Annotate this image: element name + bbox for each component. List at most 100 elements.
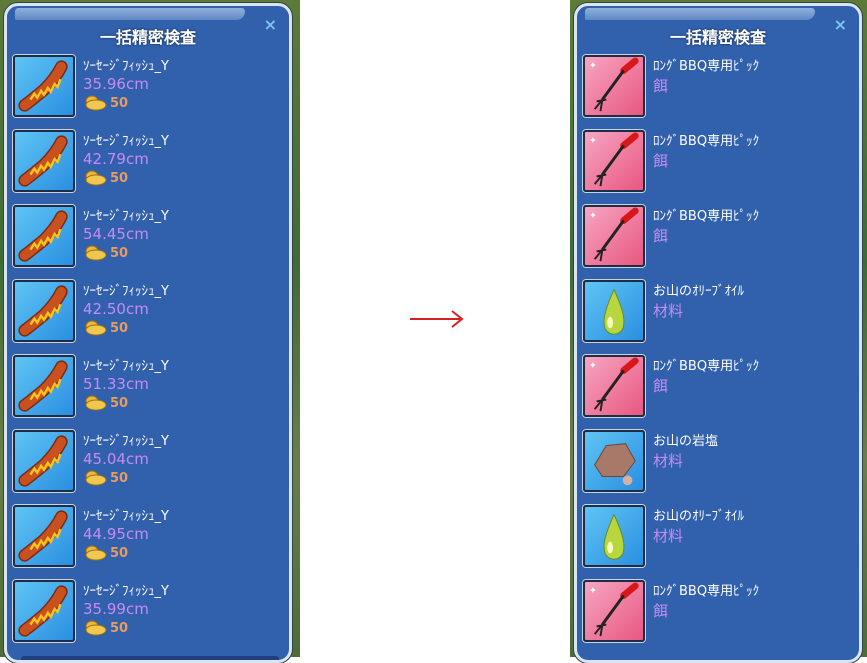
coin-reward: 50 [83,320,128,336]
item-name: ﾛﾝｸﾞBBQ専用ﾋﾟｯｸ [653,134,760,149]
sausage-fish-icon [13,55,75,117]
bbq-pick-icon: ✦ [583,55,645,117]
reward-list-item[interactable]: ✦ ﾛﾝｸﾞBBQ専用ﾋﾟｯｸ 餌 [583,130,853,196]
svg-text:✦: ✦ [589,361,597,372]
sausage-fish-icon [13,580,75,642]
bulk-inspection-panel-after: 一括精密検査 × ✦ ﾛﾝｸﾞBBQ専用ﾋﾟｯｸ 餌✦ ﾛﾝｸﾞBBQ専用ﾋﾟｯ… [574,3,862,663]
reward-list-item[interactable]: ✦ ﾛﾝｸﾞBBQ専用ﾋﾟｯｸ 餌 [583,580,853,646]
coin-value: 50 [110,620,129,636]
item-category: 餌 [653,377,669,395]
panel-gloss [15,8,245,20]
fish-size: 42.79cm [83,150,149,168]
sausage-fish-icon [13,130,75,192]
item-category: 材料 [653,452,684,470]
fish-size: 44.95cm [83,525,149,543]
coin-icon [85,320,107,336]
coin-value: 50 [110,320,129,336]
coin-reward: 50 [83,170,128,186]
item-name: ﾛﾝｸﾞBBQ専用ﾋﾟｯｸ [653,359,760,374]
fish-size: 35.99cm [83,600,149,618]
coin-icon [85,620,107,636]
coin-icon [85,95,107,111]
fish-list-item[interactable]: ｿｰｾｰｼﾞﾌｨｯｼｭ_Y 42.50cm 50 [13,280,283,346]
svg-text:✦: ✦ [589,136,597,147]
coin-reward: 50 [83,245,128,261]
item-name: ﾛﾝｸﾞBBQ専用ﾋﾟｯｸ [653,584,760,599]
reward-list-item[interactable]: ✦ ﾛﾝｸﾞBBQ専用ﾋﾟｯｸ 餌 [583,205,853,271]
olive-oil-icon [583,280,645,342]
fish-list-item[interactable]: ｿｰｾｰｼﾞﾌｨｯｼｭ_Y 45.04cm 50 [13,430,283,496]
item-category: 餌 [653,602,669,620]
fish-list-item[interactable]: ｿｰｾｰｼﾞﾌｨｯｼｭ_Y 44.95cm 50 [13,505,283,571]
item-name: お山のｵﾘｰﾌﾞｵｲﾙ [653,284,745,299]
fish-list-item[interactable]: ｿｰｾｰｼﾞﾌｨｯｼｭ_Y 35.96cm 50 [13,55,283,121]
fish-list-item[interactable]: ｿｰｾｰｼﾞﾌｨｯｼｭ_Y 42.79cm 50 [13,130,283,196]
coin-value: 50 [110,395,129,411]
item-name: ﾛﾝｸﾞBBQ専用ﾋﾟｯｸ [653,59,760,74]
item-category: 材料 [653,527,684,545]
item-name: ｿｰｾｰｼﾞﾌｨｯｼｭ_Y [83,209,169,224]
reward-list-item[interactable]: お山のｵﾘｰﾌﾞｵｲﾙ 材料 [583,505,853,571]
fish-size: 51.33cm [83,375,149,393]
bbq-pick-icon: ✦ [583,355,645,417]
item-name: ｿｰｾｰｼﾞﾌｨｯｼｭ_Y [83,59,169,74]
panel-footer-bar [21,656,279,660]
reward-list-item[interactable]: ✦ ﾛﾝｸﾞBBQ専用ﾋﾟｯｸ 餌 [583,55,853,121]
panel-gloss [585,8,815,20]
item-name: ｿｰｾｰｼﾞﾌｨｯｼｭ_Y [83,284,169,299]
item-category: 餌 [653,152,669,170]
item-name: ﾛﾝｸﾞBBQ専用ﾋﾟｯｸ [653,209,760,224]
item-category: 餌 [653,227,669,245]
fish-list-item[interactable]: ｿｰｾｰｼﾞﾌｨｯｼｭ_Y 51.33cm 50 [13,355,283,421]
fish-list-item[interactable]: ｿｰｾｰｼﾞﾌｨｯｼｭ_Y 54.45cm 50 [13,205,283,271]
coin-reward: 50 [83,620,128,636]
coin-reward: 50 [83,95,128,111]
item-name: お山のｵﾘｰﾌﾞｵｲﾙ [653,509,745,524]
fish-list-item[interactable]: ｿｰｾｰｼﾞﾌｨｯｼｭ_Y 35.99cm 50 [13,580,283,646]
sausage-fish-icon [13,505,75,567]
rock-salt-icon [583,430,645,492]
fish-size: 54.45cm [83,225,149,243]
arrow-right-icon [410,310,464,328]
coin-value: 50 [110,245,129,261]
bbq-pick-icon: ✦ [583,130,645,192]
reward-list-item[interactable]: ✦ ﾛﾝｸﾞBBQ専用ﾋﾟｯｸ 餌 [583,355,853,421]
coin-icon [85,395,107,411]
fish-size: 45.04cm [83,450,149,468]
bbq-pick-icon: ✦ [583,205,645,267]
coin-icon [85,545,107,561]
fish-size: 35.96cm [83,75,149,93]
svg-text:✦: ✦ [589,586,597,597]
reward-list-item[interactable]: お山の岩塩 材料 [583,430,853,496]
close-icon[interactable]: × [263,15,277,34]
coin-value: 50 [110,470,129,486]
reward-list-item[interactable]: お山のｵﾘｰﾌﾞｵｲﾙ 材料 [583,280,853,346]
coin-icon [85,170,107,186]
coin-icon [85,470,107,486]
svg-text:✦: ✦ [589,211,597,222]
sausage-fish-icon [13,430,75,492]
item-name: ｿｰｾｰｼﾞﾌｨｯｼｭ_Y [83,134,169,149]
coin-value: 50 [110,95,129,111]
item-name: お山の岩塩 [653,434,719,449]
item-category: 材料 [653,302,684,320]
close-icon[interactable]: × [833,15,847,34]
item-name: ｿｰｾｰｼﾞﾌｨｯｼｭ_Y [83,509,169,524]
svg-text:✦: ✦ [589,61,597,72]
sausage-fish-icon [13,355,75,417]
coin-reward: 50 [83,545,128,561]
item-name: ｿｰｾｰｼﾞﾌｨｯｼｭ_Y [83,359,169,374]
item-name: ｿｰｾｰｼﾞﾌｨｯｼｭ_Y [83,434,169,449]
sausage-fish-icon [13,280,75,342]
coin-value: 50 [110,545,129,561]
coin-reward: 50 [83,395,128,411]
fish-size: 42.50cm [83,300,149,318]
item-name: ｿｰｾｰｼﾞﾌｨｯｼｭ_Y [83,584,169,599]
olive-oil-icon [583,505,645,567]
bbq-pick-icon: ✦ [583,580,645,642]
item-category: 餌 [653,77,669,95]
bulk-inspection-panel-before: 一括精密検査 × ｿｰｾｰｼﾞﾌｨｯｼｭ_Y 35.96cm 50 ｿｰｾｰｼﾞ… [4,3,292,663]
coin-value: 50 [110,170,129,186]
sausage-fish-icon [13,205,75,267]
panel-title: 一括精密検査 [99,28,196,47]
